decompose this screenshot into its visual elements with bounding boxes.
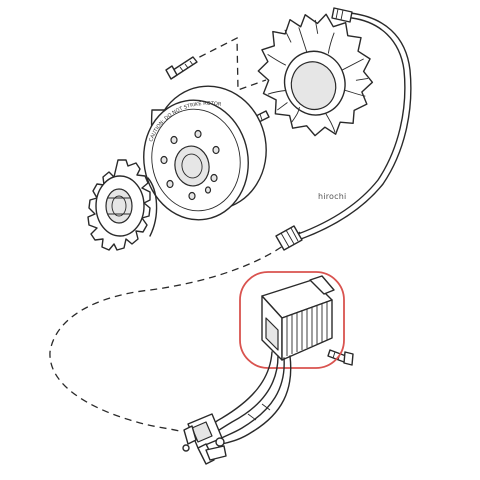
watermark-text: hirochi	[318, 192, 347, 201]
regulator-highlight	[239, 271, 345, 369]
stator-wire	[297, 7, 412, 240]
sprocket	[87, 159, 158, 251]
rotor-flywheel: CAUTION: DO NOT STRIKE ROTOR	[143, 85, 267, 221]
voltage-regulator	[261, 275, 335, 361]
connector-plug	[182, 413, 227, 465]
wire-connector	[275, 225, 303, 251]
assembly-guide-lines	[49, 36, 301, 433]
stator-assembly	[257, 13, 374, 137]
